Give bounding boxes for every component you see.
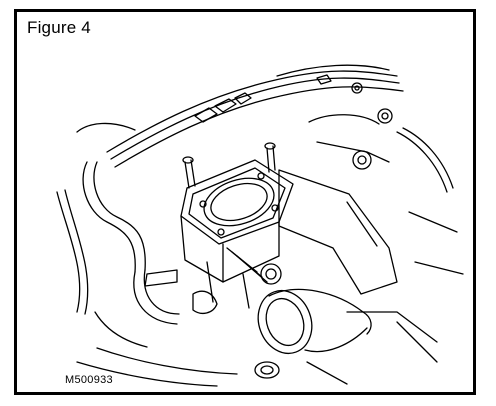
throttle-body-gasket <box>198 170 280 235</box>
throttle-body <box>181 160 293 308</box>
figure-frame: Figure 4 <box>14 9 476 395</box>
hose-clamp <box>145 264 281 313</box>
intake-hose <box>250 283 371 378</box>
bracket <box>279 109 463 342</box>
wiring-harness <box>107 65 403 167</box>
mounting-studs <box>183 143 275 188</box>
coolant-hoses <box>57 123 179 347</box>
figure-title: Figure 4 <box>27 18 91 37</box>
reference-code: M500933 <box>65 374 113 386</box>
engine-block-lines <box>77 322 437 386</box>
engine-line-drawing <box>17 12 473 392</box>
